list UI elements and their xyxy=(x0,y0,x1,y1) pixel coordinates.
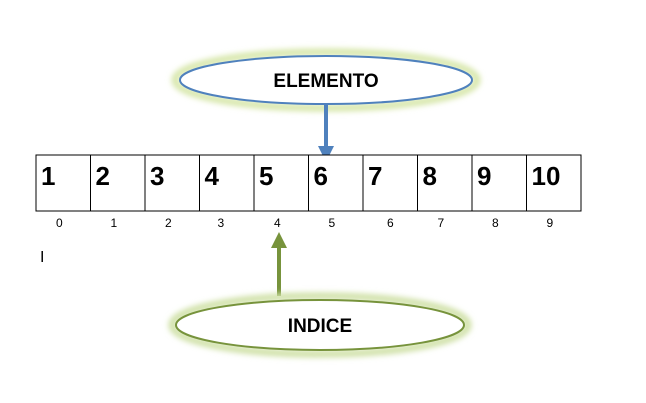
index-callout: INDICE xyxy=(168,292,472,358)
array-index: 6 xyxy=(387,216,394,230)
array-index: 3 xyxy=(218,216,225,230)
array-cell: 4 xyxy=(199,154,255,212)
array-cell-value: 1 xyxy=(41,161,55,191)
array-cell-value: 10 xyxy=(532,161,561,191)
array-cells: 1 2 3 4 5 6 7 8 9 10 xyxy=(35,154,582,212)
array-cell-box xyxy=(417,154,473,212)
array-cell-box xyxy=(90,154,146,212)
array-cell: 10 xyxy=(526,154,582,212)
element-bubble xyxy=(179,55,473,105)
array-index: 5 xyxy=(329,216,336,230)
array-cell: 7 xyxy=(362,154,418,212)
index-label: INDICE xyxy=(288,316,352,337)
element-callout: ELEMENTO xyxy=(171,48,481,112)
array-cell-box xyxy=(471,154,527,212)
array-cell-value: 5 xyxy=(259,161,273,191)
array-index: 4 xyxy=(274,216,281,230)
index-arrow xyxy=(271,232,287,296)
array-cell-value: 2 xyxy=(96,161,110,191)
array-index: 2 xyxy=(165,216,172,230)
array-cell-box xyxy=(526,154,582,212)
array-cell-value: 7 xyxy=(368,161,382,191)
array-cell-value: 4 xyxy=(205,161,220,191)
array-index: 8 xyxy=(492,216,499,230)
array-cell-box xyxy=(253,154,309,212)
array-index: 0 xyxy=(56,216,63,230)
array-cell: 3 xyxy=(144,154,200,212)
array-cell: 9 xyxy=(471,154,527,212)
array-cell: 5 xyxy=(253,154,309,212)
array-cell-value: 8 xyxy=(423,161,437,191)
element-arrow xyxy=(318,105,334,162)
array-cell: 2 xyxy=(90,154,146,212)
array-index: 9 xyxy=(547,216,554,230)
array-index: 1 xyxy=(111,216,118,230)
array-cell-value: 6 xyxy=(314,161,328,191)
array-cell-box xyxy=(308,154,364,212)
array-cell: 6 xyxy=(308,154,364,212)
index-bubble xyxy=(175,299,465,351)
array-cell-value: 3 xyxy=(150,161,164,191)
array-cell-value: 9 xyxy=(477,161,491,191)
array-cell-box xyxy=(362,154,418,212)
text-cursor: I xyxy=(40,249,44,266)
array-cell-box xyxy=(144,154,200,212)
element-label: ELEMENTO xyxy=(273,71,378,92)
array-cell: 8 xyxy=(417,154,473,212)
array-indices: 0 1 2 3 4 5 6 7 8 9 xyxy=(56,216,554,230)
array-cell: 1 xyxy=(35,154,91,212)
array-index: 7 xyxy=(438,216,445,230)
array-cell-box xyxy=(35,154,91,212)
